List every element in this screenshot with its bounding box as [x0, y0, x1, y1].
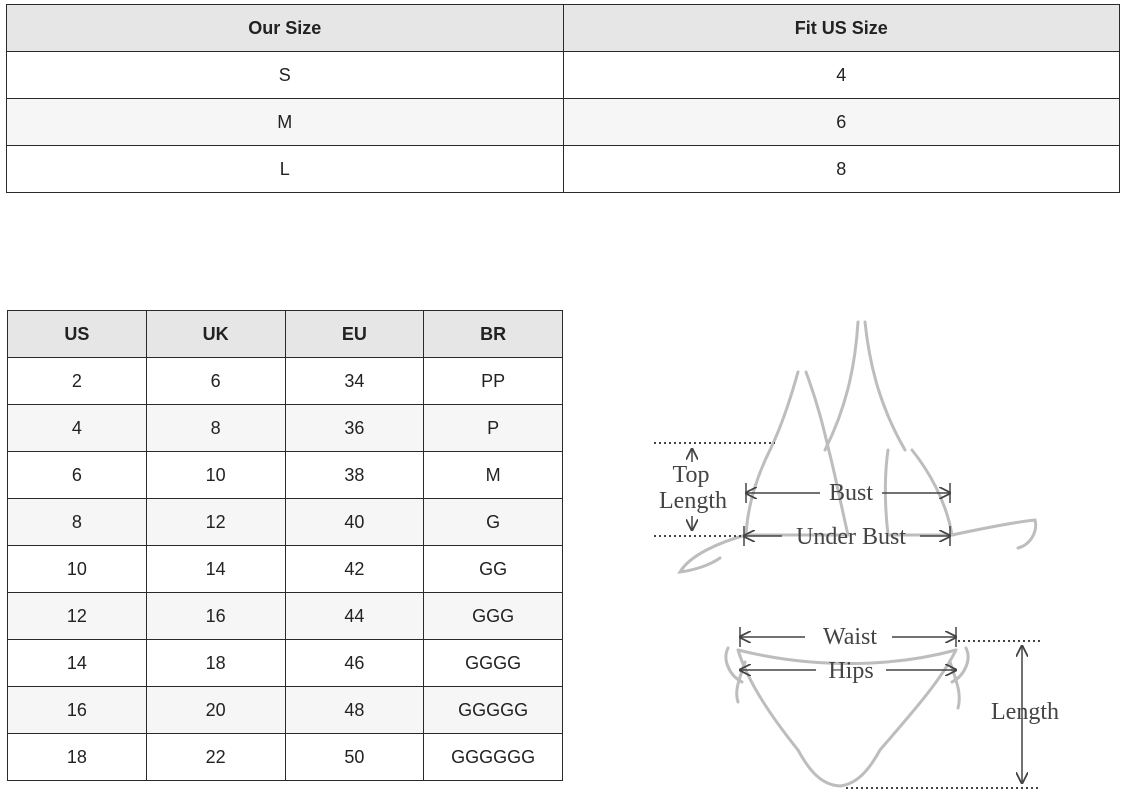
table-cell: 10	[7, 545, 147, 593]
table-cell: G	[423, 498, 563, 546]
table-cell: 22	[145, 733, 286, 781]
table-cell: 8	[145, 404, 286, 452]
fit-size-table: Our Size Fit US Size S 4 M 6 L 8	[6, 4, 1120, 193]
table-cell: S	[6, 51, 564, 99]
table-row: 10 14 42 GG	[7, 545, 563, 593]
bust-label: Bust	[829, 480, 873, 506]
table-cell: 40	[284, 498, 425, 546]
bikini-top-illustration	[677, 320, 1038, 574]
table-cell: 16	[145, 592, 286, 640]
hips-label: Hips	[828, 658, 873, 684]
top-length-label-line2: Length	[659, 488, 727, 514]
table-cell: 50	[284, 733, 425, 781]
column-header: Our Size	[6, 4, 564, 52]
bikini-measurement-diagram: Top Length Bust Under Bust Waist Hips Le…	[654, 320, 1059, 789]
table-row: 8 12 40 G	[7, 498, 563, 546]
table-row: 18 22 50 GGGGGG	[7, 733, 563, 781]
table-cell: 6	[562, 98, 1120, 146]
table-cell: 48	[284, 686, 425, 734]
table-row: M 6	[6, 98, 1120, 146]
table-row: 6 10 38 M	[7, 451, 563, 499]
table-cell: 18	[7, 733, 147, 781]
table-header-row: US UK EU BR	[7, 310, 563, 358]
table-row: L 8	[6, 145, 1120, 193]
table-cell: L	[6, 145, 564, 193]
column-header: Fit US Size	[562, 4, 1120, 52]
table-cell: M	[423, 451, 563, 499]
column-header: EU	[284, 310, 425, 358]
bikini-bottom-illustration	[724, 646, 970, 788]
table-cell: 34	[284, 357, 425, 405]
column-header: BR	[423, 310, 563, 358]
table-cell: GGG	[423, 592, 563, 640]
table-cell: PP	[423, 357, 563, 405]
length-label: Length	[991, 699, 1059, 725]
table-cell: 46	[284, 639, 425, 687]
table-cell: 14	[7, 639, 147, 687]
size-conversion-table: US UK EU BR 2 6 34 PP 4 8 36 P 6 10 38 M…	[7, 310, 563, 781]
table-cell: 44	[284, 592, 425, 640]
column-header: UK	[145, 310, 286, 358]
table-cell: 4	[562, 51, 1120, 99]
table-cell: 42	[284, 545, 425, 593]
table-cell: 4	[7, 404, 147, 452]
table-cell: 6	[145, 357, 286, 405]
table-row: 16 20 48 GGGGG	[7, 686, 563, 734]
table-cell: 20	[145, 686, 286, 734]
under-bust-label: Under Bust	[796, 524, 906, 550]
table-row: 2 6 34 PP	[7, 357, 563, 405]
table-row: 12 16 44 GGG	[7, 592, 563, 640]
table-cell: 2	[7, 357, 147, 405]
column-header: US	[7, 310, 147, 358]
table-cell: 18	[145, 639, 286, 687]
table-cell: 12	[145, 498, 286, 546]
table-row: S 4	[6, 51, 1120, 99]
table-cell: 14	[145, 545, 286, 593]
table-cell: GGGG	[423, 639, 563, 687]
table-cell: 16	[7, 686, 147, 734]
table-cell: 12	[7, 592, 147, 640]
table-row: 14 18 46 GGGG	[7, 639, 563, 687]
table-cell: P	[423, 404, 563, 452]
table-cell: 6	[7, 451, 147, 499]
table-cell: GGGGGG	[423, 733, 563, 781]
table-row: 4 8 36 P	[7, 404, 563, 452]
table-cell: 10	[145, 451, 286, 499]
table-cell: GG	[423, 545, 563, 593]
table-cell: 38	[284, 451, 425, 499]
table-cell: 8	[7, 498, 147, 546]
table-cell: 36	[284, 404, 425, 452]
waist-label: Waist	[823, 624, 877, 650]
table-cell: 8	[562, 145, 1120, 193]
top-length-label-line1: Top	[673, 462, 710, 488]
table-header-row: Our Size Fit US Size	[6, 4, 1120, 52]
table-cell: GGGGG	[423, 686, 563, 734]
table-cell: M	[6, 98, 564, 146]
